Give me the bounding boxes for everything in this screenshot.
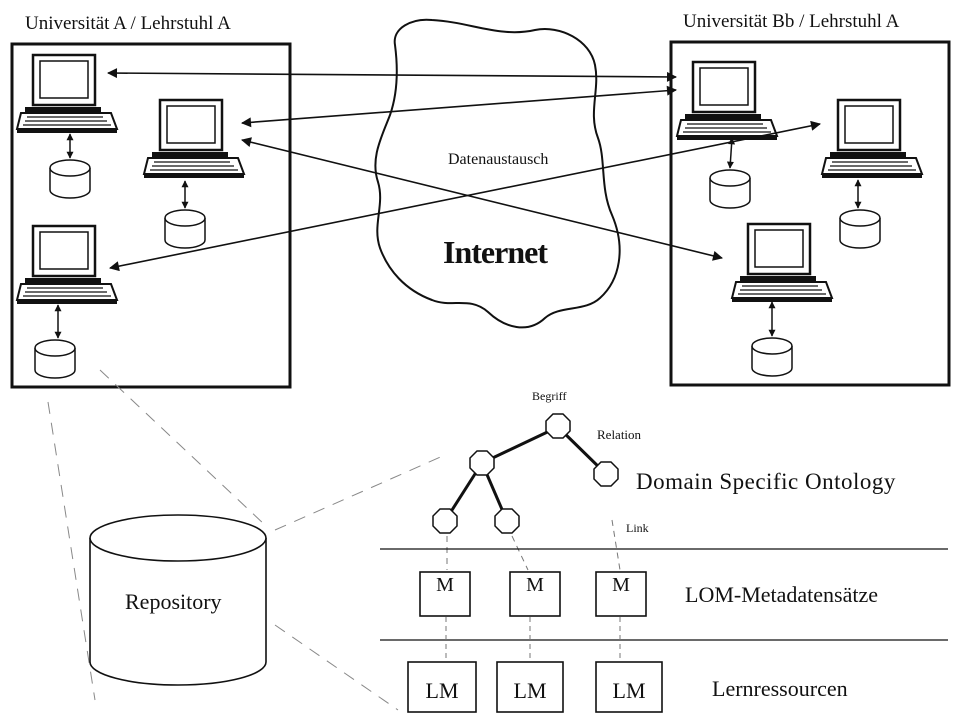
database-a3-icon: [34, 339, 76, 379]
resources-row-label: Lernressourcen: [712, 676, 848, 701]
metadata-box-label: M: [526, 574, 544, 596]
computer-a1-icon: [15, 53, 119, 135]
zoom-guide-left: [47, 401, 96, 701]
ontology-node: [469, 450, 495, 476]
computer-b1-icon: [675, 60, 779, 142]
concept-label: Begriff: [532, 389, 567, 403]
right-site-title: Universität Bb / Lehrstuhl A: [683, 11, 900, 32]
ontology-title: Domain Specific Ontology: [636, 469, 896, 494]
internet-cloud: [374, 18, 621, 329]
database-a1-icon: [49, 159, 91, 199]
database-b3-icon: [751, 337, 793, 377]
computer-a2-icon: [142, 98, 246, 180]
internet-label: Internet: [443, 234, 548, 270]
metadata-box-label: M: [436, 574, 454, 596]
resource-box-label: LM: [612, 678, 646, 703]
repository-label: Repository: [125, 589, 222, 614]
ontology-node: [494, 508, 520, 534]
exchange-arrow-a1-b1: [107, 68, 677, 82]
ontology-node: [545, 413, 571, 439]
ontology-node: [593, 461, 619, 487]
resource-box-label: LM: [425, 678, 459, 703]
ontology-node: [432, 508, 458, 534]
database-b1-icon: [709, 169, 751, 209]
metadata-box-label: M: [612, 574, 630, 596]
resource-box: [595, 661, 663, 713]
computer-a3-icon: [15, 224, 119, 306]
zoom-guide-right: [99, 369, 266, 526]
metadata-box: [509, 571, 561, 617]
relation-label: Relation: [597, 427, 642, 442]
exchange-label: Datenaustausch: [448, 151, 549, 168]
zoom-guide-bottom: [274, 624, 399, 711]
exchange-arrow-a2-b1: [241, 85, 677, 128]
metadata-box: [419, 571, 471, 617]
resource-box: [496, 661, 564, 713]
resource-box: [407, 661, 477, 713]
database-a2-icon: [164, 209, 206, 249]
repository-cylinder: [89, 514, 267, 686]
link-label: Link: [626, 521, 649, 535]
exchange-arrow-a3-b2: [109, 120, 821, 272]
link-line: [611, 519, 621, 571]
computer-b2-icon: [820, 98, 924, 180]
computer-b3-icon: [730, 222, 834, 304]
resource-box-label: LM: [513, 678, 547, 703]
zoom-guide-ontology: [274, 454, 446, 531]
metadata-box: [595, 571, 647, 617]
link-line: [511, 535, 529, 571]
metadata-row-label: LOM-Metadatensätze: [685, 582, 879, 607]
left-site-title: Universität A / Lehrstuhl A: [25, 13, 231, 34]
ontology-edge: [481, 425, 559, 465]
database-b2-icon: [839, 209, 881, 249]
